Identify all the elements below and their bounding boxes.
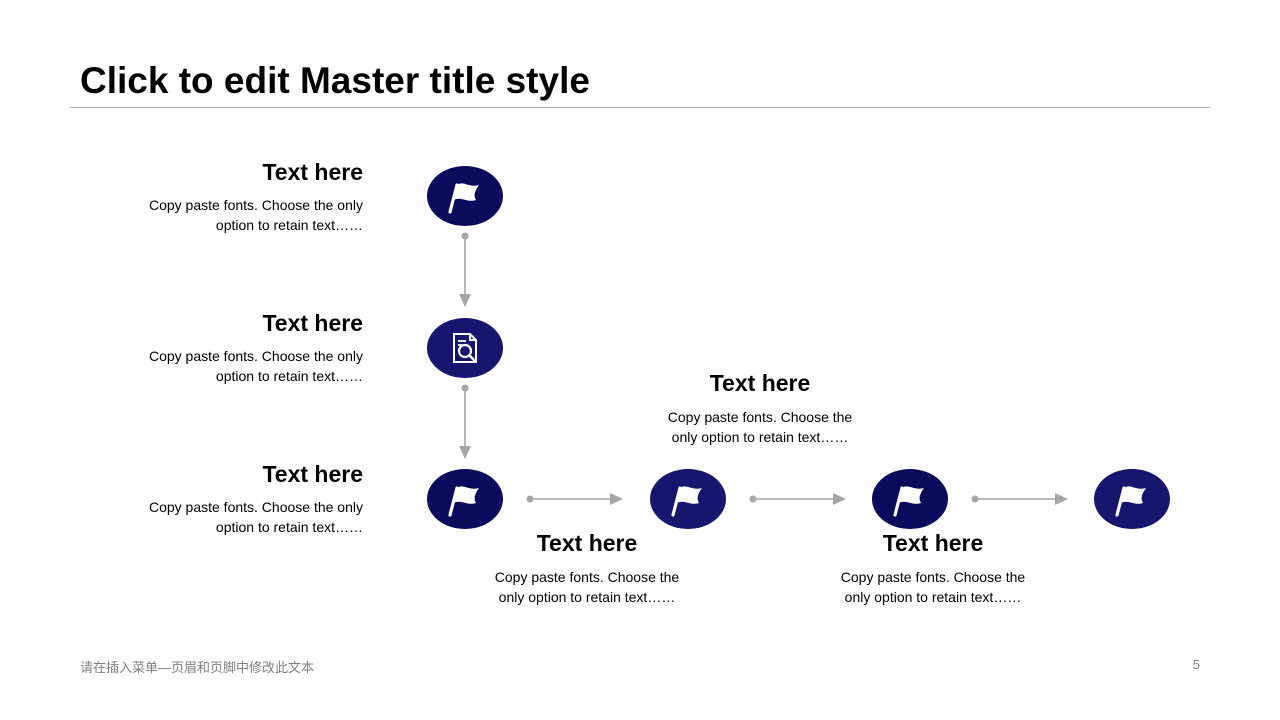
connector-arrow-3-4 bbox=[526, 493, 623, 505]
step-1-node bbox=[427, 166, 503, 226]
step-1-description-line-1: Copy paste fonts. Choose the only bbox=[148, 197, 363, 213]
flag-icon bbox=[1115, 486, 1146, 517]
flag-icon bbox=[448, 183, 479, 214]
step-4-description-line-2: only option to retain text…… bbox=[498, 588, 676, 605]
step-5-description: Copy paste fonts. Choose the only option… bbox=[640, 408, 880, 447]
connector-arrow-2-3 bbox=[459, 384, 471, 459]
step-4-description: Copy paste fonts. Choose the only option… bbox=[467, 568, 707, 607]
step-3-node bbox=[427, 469, 503, 529]
step-4-node bbox=[650, 469, 726, 529]
flag-icon bbox=[448, 486, 479, 517]
step-2-description-line-2: option to retain text…… bbox=[215, 367, 363, 384]
step-1-description-line-2: option to retain text…… bbox=[215, 216, 363, 233]
step-6-heading: Text here bbox=[882, 530, 984, 556]
step-5-description-line-2: only option to retain text…… bbox=[671, 428, 849, 445]
step-2-description-line-1: Copy paste fonts. Choose the only bbox=[148, 348, 363, 364]
step-3-description-line-2: option to retain text…… bbox=[215, 518, 363, 535]
step-3-description-line-1: Copy paste fonts. Choose the only bbox=[148, 499, 363, 515]
step-1-description: Copy paste fonts. Choose the only option… bbox=[149, 196, 363, 235]
step-6-description: Copy paste fonts. Choose the only option… bbox=[813, 568, 1053, 607]
connector-arrow-1-2 bbox=[459, 232, 471, 307]
flag-icon bbox=[893, 486, 924, 517]
step-6-node bbox=[1094, 469, 1170, 529]
step-3-description: Copy paste fonts. Choose the only option… bbox=[149, 498, 363, 537]
footer-text: 请在插入菜单—页眉和页脚中修改此文本 bbox=[80, 660, 315, 675]
connector-arrow-4-5 bbox=[749, 493, 846, 505]
step-5-node bbox=[872, 469, 948, 529]
step-5-description-line-1: Copy paste fonts. Choose the bbox=[667, 409, 853, 425]
step-2-description: Copy paste fonts. Choose the only option… bbox=[149, 347, 363, 386]
step-3-heading: Text here bbox=[262, 461, 363, 487]
title-divider bbox=[70, 107, 1210, 108]
step-6-description-line-2: only option to retain text…… bbox=[844, 588, 1022, 605]
connector-arrow-5-6 bbox=[971, 493, 1068, 505]
step-6-description-line-1: Copy paste fonts. Choose the bbox=[840, 569, 1026, 585]
document-search-icon bbox=[453, 333, 477, 363]
step-1-heading: Text here bbox=[262, 159, 363, 185]
step-2-node bbox=[427, 318, 503, 378]
step-4-heading: Text here bbox=[536, 530, 638, 556]
flag-icon bbox=[671, 486, 702, 517]
slide-title: Click to edit Master title style bbox=[80, 60, 590, 101]
step-4-description-line-1: Copy paste fonts. Choose the bbox=[494, 569, 680, 585]
step-2-heading: Text here bbox=[262, 310, 363, 336]
page-number: 5 bbox=[1192, 657, 1200, 672]
step-5-heading: Text here bbox=[709, 370, 811, 396]
